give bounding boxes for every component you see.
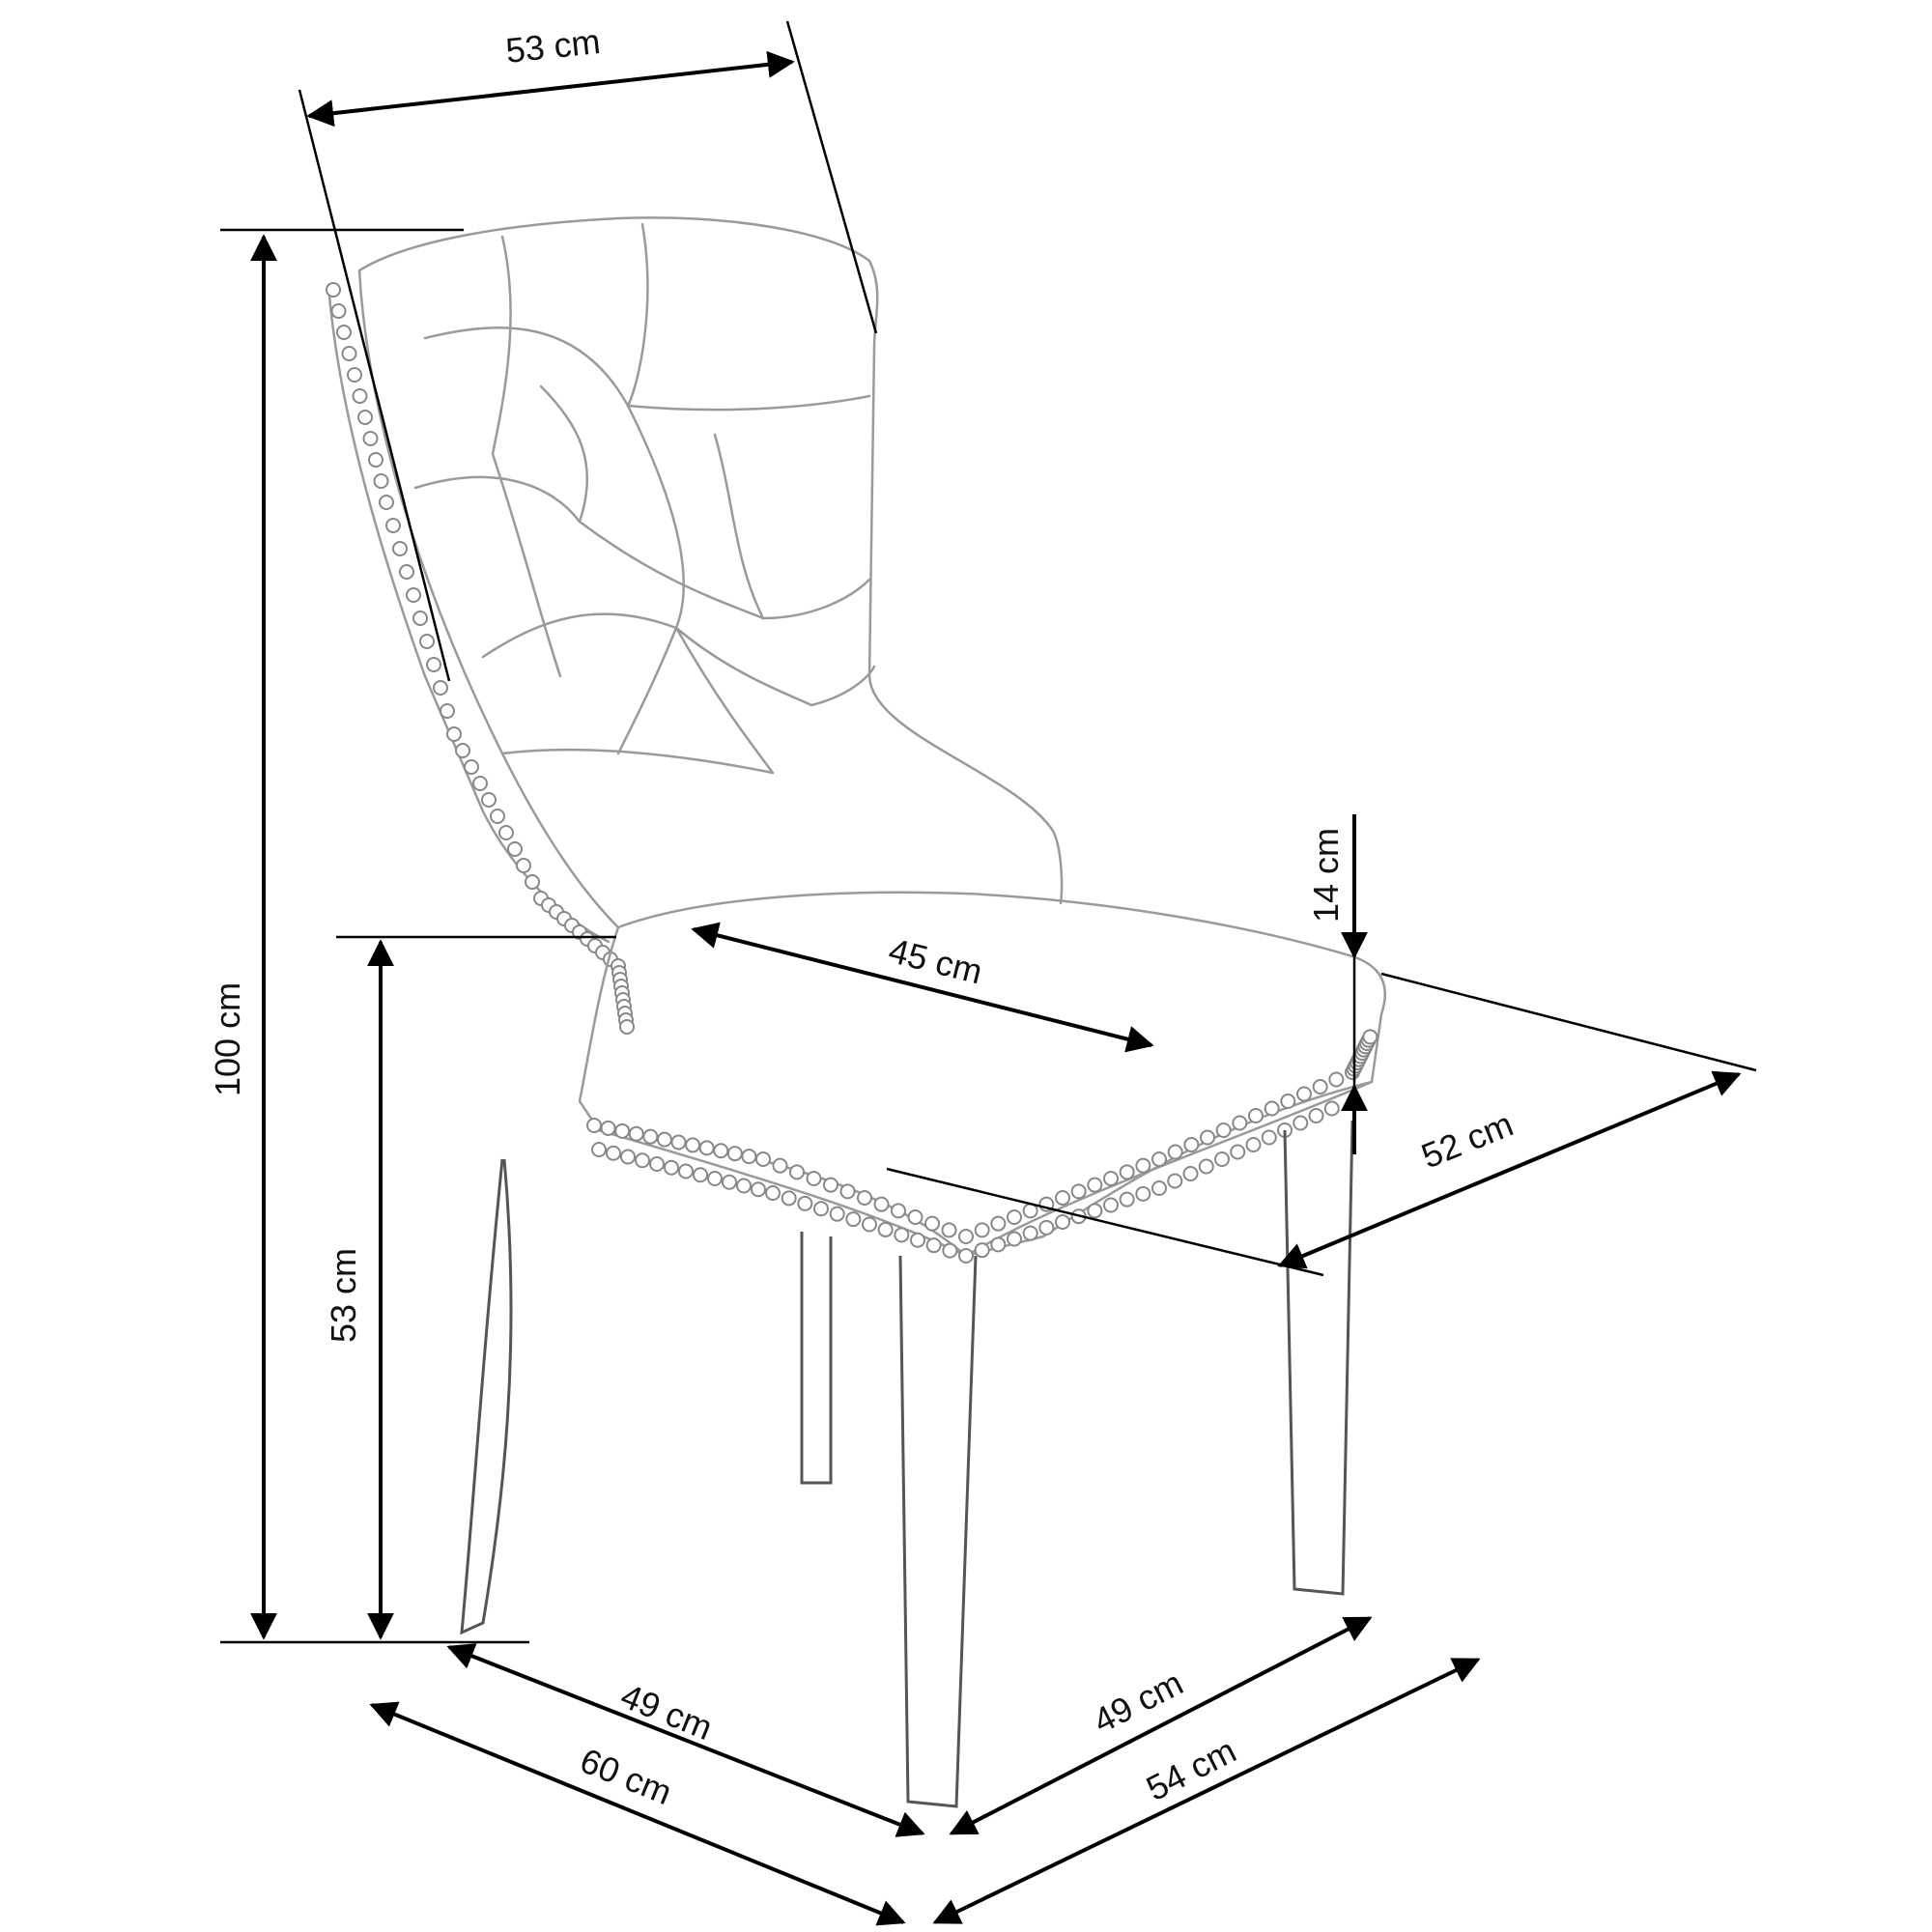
seat-nailhead-trim	[586, 1029, 1378, 1264]
leg-front-right	[1283, 1120, 1354, 1596]
label-total-depth: 60 cm	[575, 1740, 677, 1812]
leg-front-left	[898, 1255, 978, 1808]
dimension-lines	[220, 20, 1757, 1926]
chair-legs	[460, 1120, 1354, 1808]
label-armrest-height: 14 cm	[1306, 828, 1346, 923]
dim-seat-depth	[691, 922, 1154, 1053]
backrest-nailhead-trim	[326, 282, 635, 1035]
label-backrest-width: 53 cm	[504, 21, 603, 71]
dim-total-depth	[369, 1701, 906, 1926]
dim-seat-width	[1277, 1070, 1742, 1269]
seat-outline	[578, 891, 1386, 1258]
tufting-pattern	[413, 222, 876, 775]
label-total-height: 100 cm	[208, 982, 247, 1096]
label-leg-depth: 49 cm	[615, 1675, 718, 1747]
backrest-outline	[327, 216, 1064, 944]
leg-back-left	[460, 1158, 513, 1635]
label-leg-width: 49 cm	[1087, 1662, 1189, 1741]
dim-backrest-width	[306, 50, 795, 128]
label-seat-height: 53 cm	[324, 1248, 363, 1343]
leg-back-right	[800, 1232, 833, 1485]
chair-illustration	[326, 216, 1386, 1808]
dim-total-width	[932, 1658, 1481, 1924]
label-seat-width: 52 cm	[1416, 1104, 1519, 1177]
